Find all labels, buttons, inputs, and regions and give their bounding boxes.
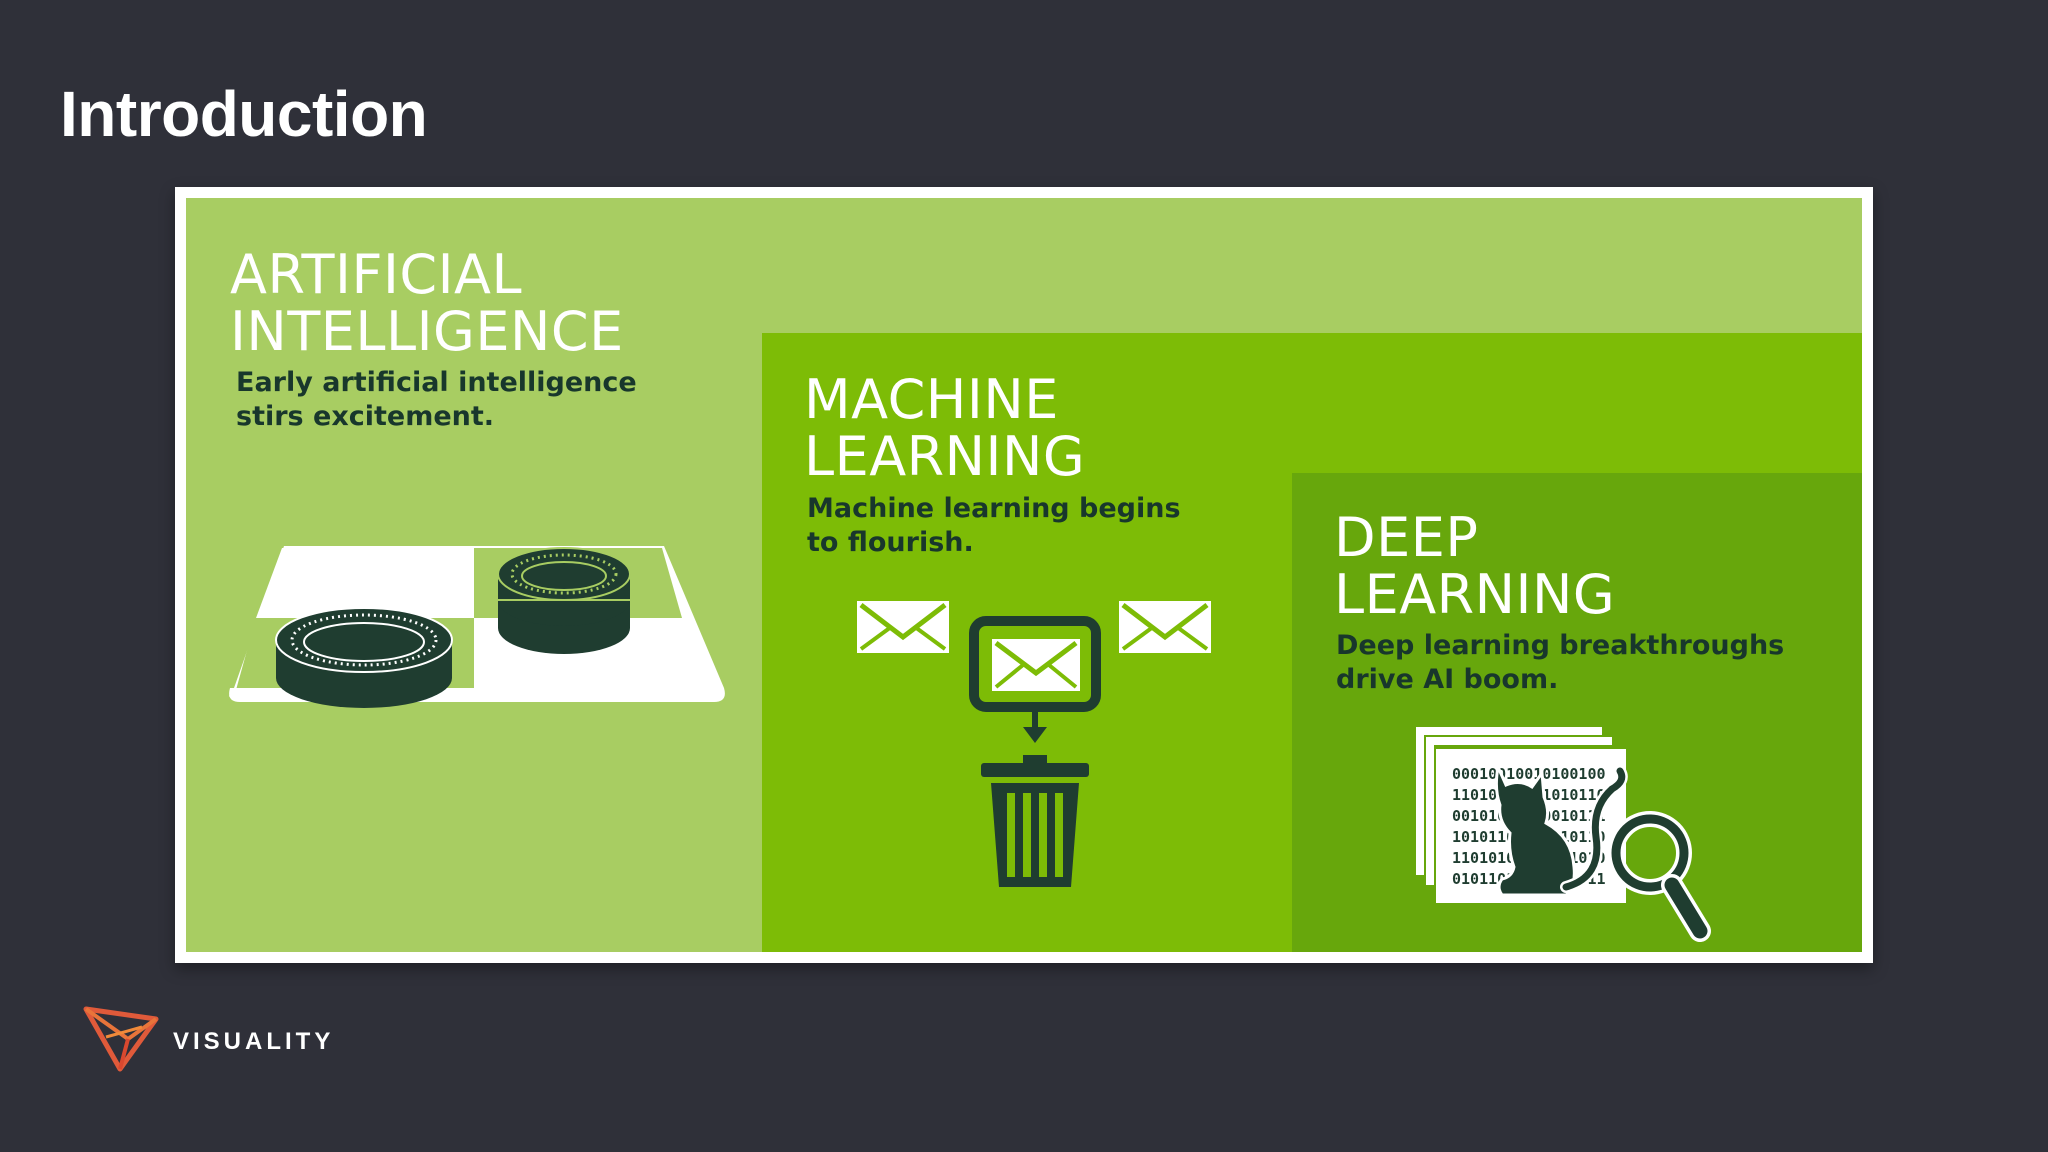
envelope-left-icon	[857, 601, 949, 653]
ai-ml-dl-diagram: ARTIFICIAL INTELLIGENCE Early artificial…	[175, 187, 1873, 963]
brand-name: VISUALITY	[173, 1028, 335, 1055]
cat-silhouette-icon	[1494, 761, 1628, 897]
visuality-logo-icon	[83, 1006, 159, 1072]
checkers-board-icon	[229, 546, 725, 708]
dl-panel: DEEP LEARNING Deep learning breakthrough…	[1292, 473, 1862, 952]
ml-subtitle: Machine learning begins to flourish.	[807, 493, 1181, 558]
ai-panel: ARTIFICIAL INTELLIGENCE Early artificial…	[186, 198, 1862, 952]
slide-title: Introduction	[60, 77, 428, 150]
email-spam-filter-icon	[857, 601, 1211, 887]
magnifier-icon	[1608, 811, 1711, 942]
dl-subtitle: Deep learning breakthroughs drive AI boo…	[1336, 630, 1785, 695]
dl-heading: DEEP LEARNING	[1334, 506, 1616, 626]
cat-recognition-magnifier-icon: 00010010010100100 11010110011010110 0010…	[1416, 727, 1711, 942]
ai-subtitle: Early artificial intelligence stirs exci…	[236, 367, 637, 432]
ai-heading: ARTIFICIAL INTELLIGENCE	[230, 243, 624, 363]
binary-line-1: 00010010010100100	[1452, 765, 1606, 783]
trash-can-icon	[981, 755, 1089, 887]
envelope-right-icon	[1119, 601, 1211, 653]
checker-piece-top	[497, 547, 631, 654]
ml-heading: MACHINE LEARNING	[804, 368, 1086, 488]
checker-piece-bottom	[275, 607, 453, 708]
inbox-screen-icon	[969, 616, 1101, 743]
ml-panel: MACHINE LEARNING Machine learning begins…	[762, 333, 1862, 952]
